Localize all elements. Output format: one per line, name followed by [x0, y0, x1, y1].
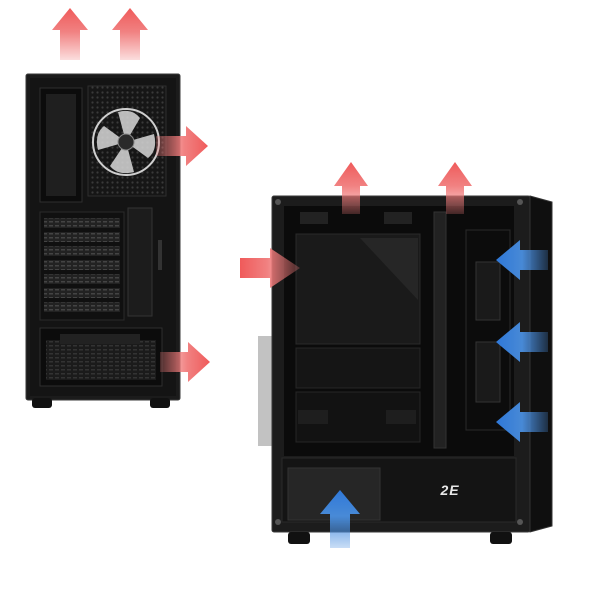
exhaust-arrow-icon	[240, 248, 300, 288]
exhaust-arrow-icon	[52, 8, 88, 60]
exhaust-arrow-icon	[112, 8, 148, 60]
exhaust-arrow-icon	[160, 342, 210, 382]
rear-fan-icon	[92, 108, 160, 176]
exhaust-arrow-icon	[438, 162, 472, 214]
intake-arrow-icon	[496, 240, 548, 280]
expansion-slots	[39, 211, 125, 321]
exhaust-arrow-icon	[156, 126, 208, 166]
exhaust-arrow-icon	[334, 162, 368, 214]
intake-arrows	[320, 240, 548, 548]
side-view-case	[258, 195, 553, 544]
exhaust-arrows	[52, 8, 472, 382]
brand-logo: 2E	[440, 482, 460, 498]
intake-arrow-icon	[496, 402, 548, 442]
intake-arrow-icon	[320, 490, 360, 548]
intake-arrow-icon	[496, 322, 548, 362]
rear-view-case	[25, 73, 181, 408]
